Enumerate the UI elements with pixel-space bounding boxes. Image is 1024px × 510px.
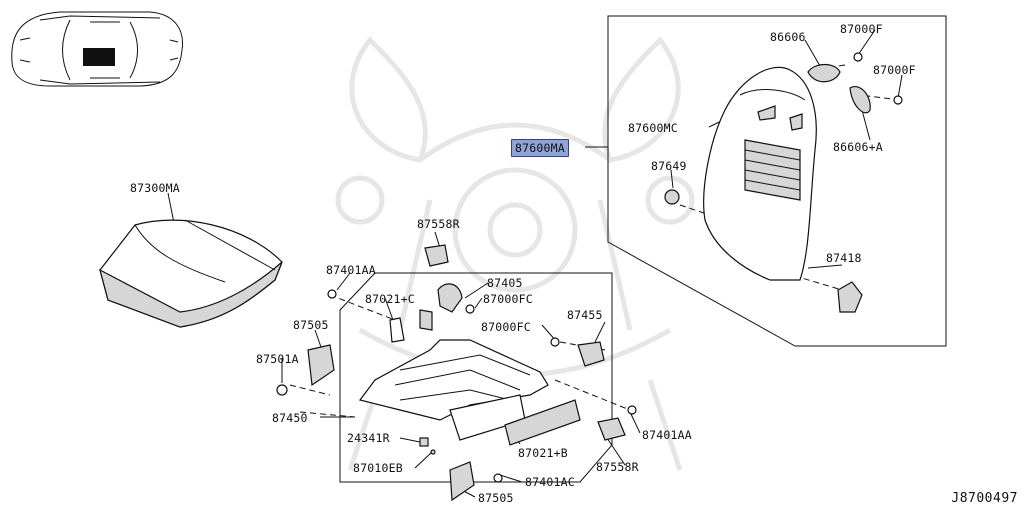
- callout-87000fc-1[interactable]: 87000FC: [483, 292, 533, 306]
- callout-87021b[interactable]: 87021+B: [518, 446, 568, 460]
- callout-24341r[interactable]: 24341R: [347, 431, 390, 445]
- callout-87000f-top[interactable]: 87000F: [840, 22, 883, 36]
- callout-87300ma[interactable]: 87300MA: [130, 181, 180, 195]
- callout-87000fc-2[interactable]: 87000FC: [481, 320, 531, 334]
- seat-covers-brackets: [276, 244, 637, 502]
- callout-87405[interactable]: 87405: [487, 276, 523, 290]
- callout-87600ma-highlighted[interactable]: 87600MA: [511, 139, 569, 157]
- callout-87501a[interactable]: 87501A: [256, 352, 299, 366]
- callout-87021c[interactable]: 87021+C: [365, 292, 415, 306]
- callout-87505-bottom[interactable]: 87505: [478, 491, 514, 505]
- callout-87600mc[interactable]: 87600MC: [628, 121, 678, 135]
- backrest-small-parts: [664, 52, 903, 313]
- callout-87010eb[interactable]: 87010EB: [353, 461, 403, 475]
- car-locator-icon: [11, 11, 184, 87]
- diagram-code: J8700497: [951, 491, 1018, 506]
- seat-frame-assembly: [358, 309, 581, 446]
- callout-86606a[interactable]: 86606+A: [833, 140, 883, 154]
- callout-87418[interactable]: 87418: [826, 251, 862, 265]
- callout-87505-top[interactable]: 87505: [293, 318, 329, 332]
- callout-87558r-top[interactable]: 87558R: [417, 217, 460, 231]
- callout-86606[interactable]: 86606: [770, 30, 806, 44]
- callout-87401aa-left[interactable]: 87401AA: [326, 263, 376, 277]
- callout-87558r-bottom[interactable]: 87558R: [596, 460, 639, 474]
- callout-87000f-mid[interactable]: 87000F: [873, 63, 916, 77]
- callout-87401ac[interactable]: 87401AC: [525, 475, 575, 489]
- seat-cushion-87300ma: [99, 219, 283, 328]
- callout-87649[interactable]: 87649: [651, 159, 687, 173]
- callout-87455[interactable]: 87455: [567, 308, 603, 322]
- seat-back-87600mc: [703, 66, 817, 281]
- callout-87450[interactable]: 87450: [272, 411, 308, 425]
- callout-87401aa-right[interactable]: 87401AA: [642, 428, 692, 442]
- watermark-emblem-icon: [335, 36, 695, 471]
